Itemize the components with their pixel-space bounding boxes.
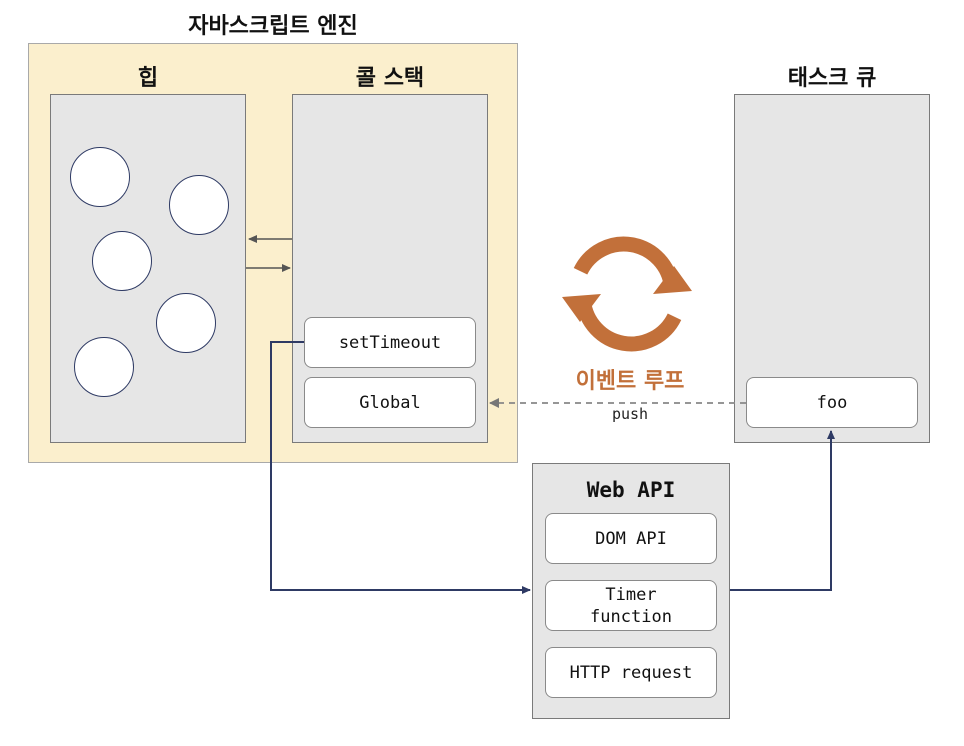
heap-panel xyxy=(50,94,246,443)
heap-title: 힙 xyxy=(137,66,159,91)
heap-object xyxy=(74,337,134,397)
settimeout-to-webapi-arrow xyxy=(270,341,531,594)
event-loop-icon xyxy=(573,236,682,352)
web-api-item-timer-function: Timer function xyxy=(545,580,717,631)
heap-object xyxy=(169,175,229,235)
web-api-title: Web API xyxy=(586,478,676,502)
event-loop-arrowhead xyxy=(562,294,601,322)
javascript-engine-title: 자바스크립트 엔진 xyxy=(188,14,358,39)
web-api-item-http-request: HTTP request xyxy=(545,647,717,698)
web-api-item-dom-api: DOM API xyxy=(545,513,717,564)
webapi-to-taskqueue-arrow xyxy=(730,430,835,591)
event-loop-arrowhead xyxy=(653,266,692,294)
call-stack-frame-global: Global xyxy=(304,377,476,428)
task-queue-item-foo: foo xyxy=(746,377,918,428)
push-label: push xyxy=(611,405,649,423)
heap-object xyxy=(70,147,130,207)
heap-object xyxy=(156,293,216,353)
event-loop-label: 이벤트 루프 xyxy=(575,369,685,394)
call-stack-frame-settimeout: setTimeout xyxy=(304,317,476,368)
heap-object xyxy=(92,231,152,291)
task-queue-title: 태스크 큐 xyxy=(787,66,877,91)
call-stack-title: 콜 스택 xyxy=(355,66,425,91)
